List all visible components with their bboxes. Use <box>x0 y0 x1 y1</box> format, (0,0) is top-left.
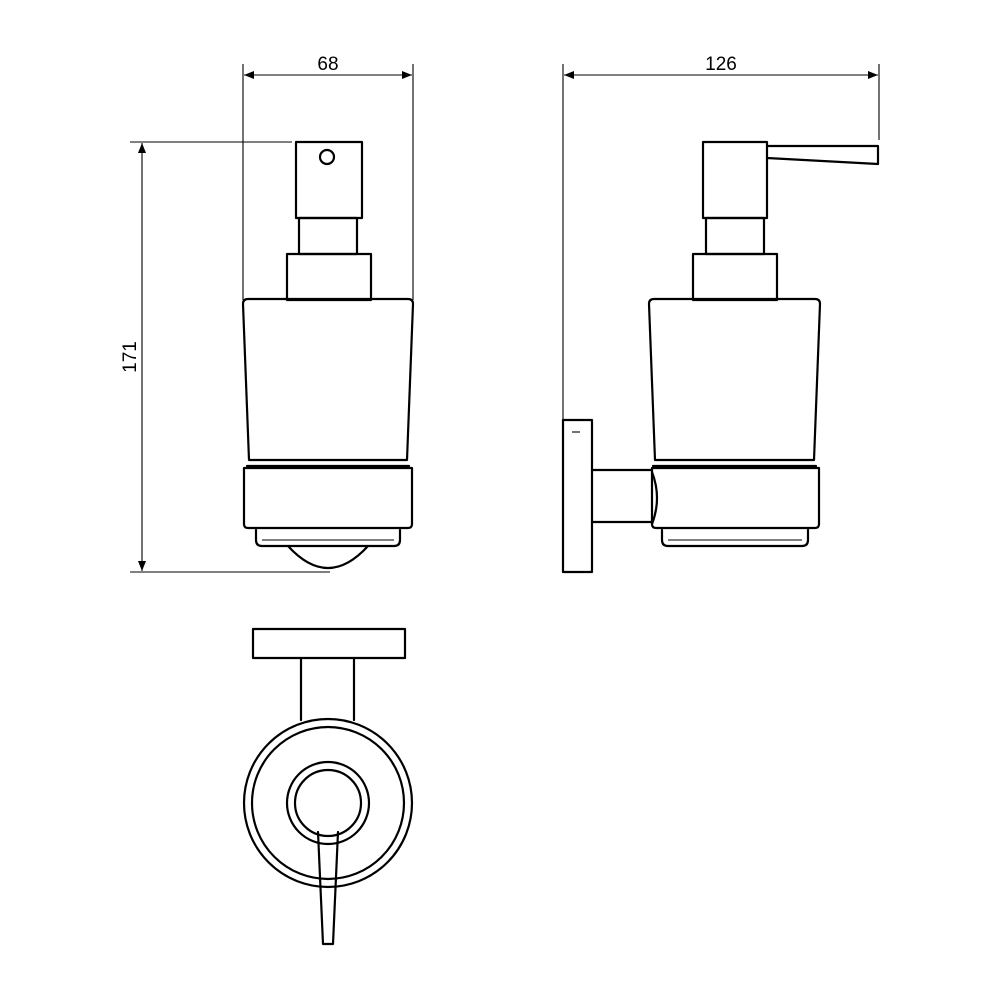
front-pump-collar <box>285 252 373 302</box>
dimension-label-width: 68 <box>317 54 338 75</box>
top-holder-ring-inner <box>250 725 406 881</box>
side-view <box>561 140 880 574</box>
side-wall-plate <box>561 418 594 574</box>
front-glass-bottle <box>241 297 415 462</box>
front-bottle-base <box>254 528 402 548</box>
dimension-label-height: 171 <box>120 341 141 373</box>
front-holder-ring <box>242 466 414 530</box>
side-pump-stem <box>704 216 766 256</box>
side-pump-collar <box>691 252 779 302</box>
side-glass-bottle <box>647 297 822 462</box>
dimension-front-width: 68 <box>242 54 414 300</box>
side-holder-ring <box>650 466 821 530</box>
front-view <box>241 140 415 569</box>
top-wall-plate <box>251 627 407 660</box>
front-pump-stem <box>297 216 359 256</box>
front-pump-head <box>294 140 364 220</box>
dimension-label-depth: 126 <box>705 54 737 75</box>
front-bottom-dome <box>286 544 370 569</box>
side-bottle-base <box>660 528 810 548</box>
dimension-height: 171 <box>120 141 330 573</box>
top-pump-spout <box>316 830 340 946</box>
dimension-side-depth: 126 <box>562 54 880 420</box>
top-holder-ring-outer <box>242 717 414 889</box>
top-view <box>242 627 414 946</box>
side-holder-curve <box>650 470 659 526</box>
side-pump-head <box>701 140 769 220</box>
front-pump-nozzle-hole <box>318 148 336 166</box>
top-pump-collar-inner <box>293 768 363 838</box>
side-wall-arm <box>590 468 654 524</box>
side-pump-spout <box>765 144 880 166</box>
top-pump-collar-outer <box>285 760 371 846</box>
